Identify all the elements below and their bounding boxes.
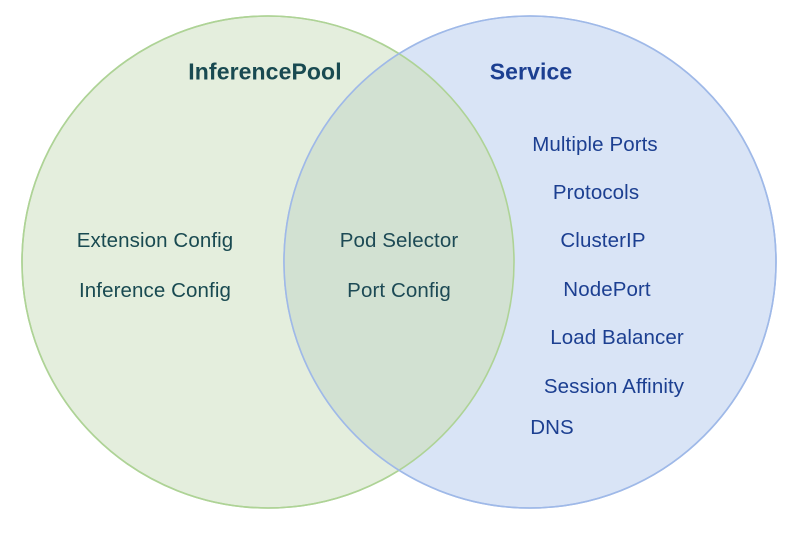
set-title-service: Service — [489, 58, 573, 85]
service-item-session-affinity: Session Affinity — [543, 375, 685, 398]
service-item-dns: DNS — [530, 416, 574, 439]
service-item-clusterip: ClusterIP — [560, 229, 646, 252]
intersection-item-pod-selector: Pod Selector — [339, 229, 459, 252]
intersection-region[interactable] — [284, 16, 776, 508]
circle-service-outline — [283, 15, 777, 509]
service-item-load-balancer: Load Balancer — [550, 326, 684, 349]
circle-inferencepool-outline — [21, 15, 515, 509]
service-item-nodeport: NodePort — [563, 278, 651, 301]
intersection-item-port-config: Port Config — [347, 279, 451, 302]
inferencepool-item-inference-config: Inference Config — [78, 279, 232, 302]
set-title-inferencepool: InferencePool — [188, 58, 342, 85]
service-item-protocols: Protocols — [552, 181, 640, 204]
inferencepool-item-extension-config: Extension Config — [76, 229, 234, 252]
service-item-multiple-ports: Multiple Ports — [532, 133, 658, 156]
